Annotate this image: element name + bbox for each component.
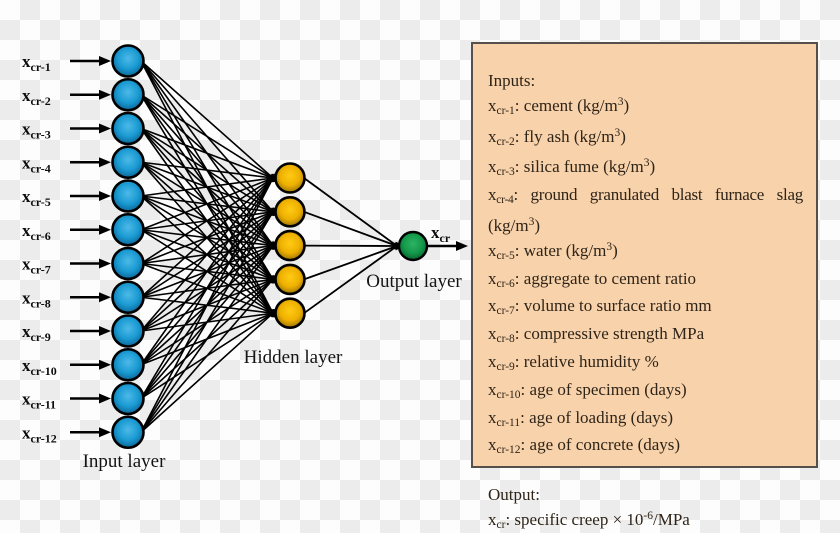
input-label: xcr-5 xyxy=(22,187,51,209)
output-layer-caption: Output layer xyxy=(366,271,462,292)
legend-line: xcr-1: cement (kg/m3) xyxy=(488,95,630,117)
input-node xyxy=(111,44,145,78)
edge-hidden-output xyxy=(303,242,403,314)
edge-input-hidden xyxy=(140,172,277,366)
hidden-node xyxy=(274,229,306,262)
legend-line: xcr-7: volume to surface ratio mm xyxy=(488,296,712,318)
input-label: xcr-4 xyxy=(22,153,51,175)
edge-hidden-output xyxy=(303,210,403,249)
edge-input-hidden xyxy=(140,161,280,182)
edge-input-hidden xyxy=(140,172,277,399)
edge-input-hidden xyxy=(140,173,278,298)
legend-box: Inputs: xcr-1: cement (kg/m3) xcr-2: fly a… xyxy=(471,42,818,531)
hidden-layer-caption: Hidden layer xyxy=(244,347,343,368)
input-layer-caption: Input layer xyxy=(83,451,167,472)
legend-line: (kg/m3) xyxy=(488,215,541,235)
legend-line: Inputs: xyxy=(488,71,536,90)
input-label: xcr-7 xyxy=(22,255,51,277)
edge-input-hidden xyxy=(140,240,277,433)
edge-input-hidden xyxy=(140,206,277,433)
edge-input-hidden xyxy=(140,60,278,183)
hidden-node xyxy=(274,162,306,194)
legend-line: xcr-3: silica fume (kg/m3) xyxy=(488,157,656,179)
edge-input-hidden xyxy=(140,174,279,265)
edge-input-hidden xyxy=(140,174,280,197)
hidden-node xyxy=(274,196,306,228)
input-node xyxy=(111,347,145,382)
hidden-node xyxy=(274,263,306,296)
edge-input-hidden xyxy=(140,308,278,433)
input-label: xcr-3 xyxy=(22,120,51,142)
edge-hidden-output xyxy=(303,243,403,281)
legend-text: Inputs: xcr-1: cement (kg/m3) xcr-2: fly a… xyxy=(488,70,803,533)
legend-line xyxy=(488,462,803,484)
edge-input-hidden xyxy=(140,94,279,182)
input-label: xcr-8 xyxy=(22,288,51,310)
edge-input-hidden xyxy=(140,175,279,231)
edge-input-hidden xyxy=(140,274,278,433)
legend-line: xcr-9: relative humidity % xyxy=(488,351,659,373)
input-node xyxy=(111,314,145,348)
legend-line: xcr-8: compressive strength MPa xyxy=(488,324,705,346)
legend-line: xcr-4: ground granulated blast furnace s… xyxy=(488,185,803,207)
input-node xyxy=(111,145,145,180)
input-label: xcr-9 xyxy=(22,322,51,344)
labels: xcr-1 xcr-2 xcr-3 xcr-4 xcr-5 xcr-6 xcr-7 xcr-8… xyxy=(22,52,462,472)
legend-line: xcr-10: age of specimen (days) xyxy=(488,379,687,401)
legend-line: xcr-12: age of concrete (days) xyxy=(488,435,681,457)
edges xyxy=(70,56,468,438)
edge-input-hidden xyxy=(140,173,278,332)
legend-line: xcr-6: aggregate to cement ratio xyxy=(488,268,697,290)
input-node xyxy=(111,415,145,450)
input-node xyxy=(111,381,145,416)
input-node xyxy=(111,77,145,112)
legend-line: xcr-11: age of loading (days) xyxy=(488,407,674,429)
edge-input-hidden xyxy=(140,127,279,181)
input-label: xcr-1 xyxy=(22,52,51,74)
output-node xyxy=(397,230,429,262)
edge-input-hidden xyxy=(140,172,276,433)
output-variable-label: xcr xyxy=(431,223,451,245)
legend-line: xcr: specific creep × 10-6/MPa xyxy=(488,509,690,531)
input-node xyxy=(111,280,145,315)
input-label: xcr-10 xyxy=(22,356,57,378)
legend-line: Output: xyxy=(488,484,540,504)
input-node xyxy=(111,111,145,146)
input-label: xcr-12 xyxy=(22,423,57,445)
input-label: xcr-2 xyxy=(22,86,51,108)
edge-hidden-output xyxy=(303,177,403,250)
input-node xyxy=(111,212,145,247)
input-label: xcr-6 xyxy=(22,221,51,243)
legend-line: xcr-2: fly ash (kg/m3) xyxy=(488,126,626,148)
input-node xyxy=(111,246,145,281)
hidden-node xyxy=(274,297,306,330)
nodes xyxy=(111,44,429,450)
input-label: xcr-11 xyxy=(22,390,56,412)
legend-line: xcr-5: water (kg/m3) xyxy=(488,240,618,262)
input-node xyxy=(111,179,145,213)
